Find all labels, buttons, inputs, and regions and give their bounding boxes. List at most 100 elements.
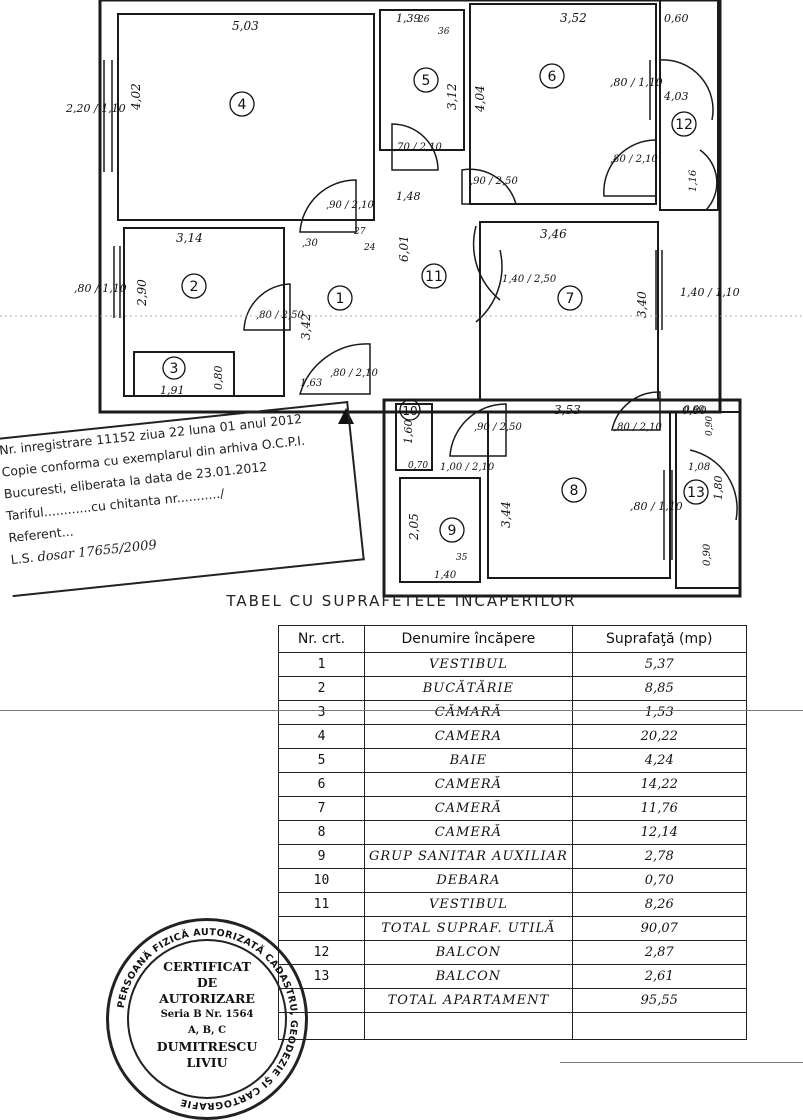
dim-room-3-width: 1,91 xyxy=(160,384,185,397)
room-4-number: 4 xyxy=(238,97,247,113)
cell-name: TOTAL SUPRAF. UTILĂ xyxy=(364,916,573,941)
door-label-9: ,80 / 2,10 xyxy=(614,422,663,433)
cell-name: CAMERĂ xyxy=(364,772,573,797)
seal-line-6: DUMITRESCU xyxy=(156,1039,258,1054)
door-label-4: ,80 / 2,10 xyxy=(610,154,659,165)
window-label-5: ,80 / 1,10 xyxy=(630,500,683,513)
cell-area: 2,61 xyxy=(571,964,747,989)
room-13-number: 13 xyxy=(687,485,705,501)
room-12-number: 12 xyxy=(675,117,693,133)
cell-area: 20,22 xyxy=(571,724,747,749)
room-3-walls xyxy=(133,351,235,397)
cell-name: DEBARA xyxy=(364,868,573,893)
cell-name xyxy=(364,1012,573,1040)
header-name: Denumire încăpere xyxy=(364,625,573,653)
room-9-walls xyxy=(399,477,481,583)
cell-name: BAIE xyxy=(364,748,573,773)
dim-room-9-side: 2,05 xyxy=(407,513,421,541)
header-nr: Nr. crt. xyxy=(278,625,365,653)
cell-nr: 10 xyxy=(278,868,365,893)
dim-room-5-width: 1,39 xyxy=(396,12,421,25)
cell-name: CAMERĂ xyxy=(364,796,573,821)
misc-label-3: 1,48 xyxy=(396,190,421,203)
room-4-walls xyxy=(117,13,375,221)
seal-line-1: CERTIFICAT xyxy=(163,959,251,974)
cell-area: 2,87 xyxy=(571,940,747,965)
cell-area: 8,26 xyxy=(571,892,747,917)
cell-nr: 9 xyxy=(278,844,365,869)
window-label-1: 2,20 / 1,10 xyxy=(65,102,126,115)
seal-line-7: LIVIU xyxy=(186,1055,228,1070)
authorization-seal: PERSOANĂ FIZICĂ AUTORIZATĂ CADASTRU, GEO… xyxy=(106,918,308,1120)
balcony-12-walls xyxy=(659,0,719,211)
window-label-2: ,80 / 1,10 xyxy=(74,282,127,295)
misc-label-1: 26 xyxy=(417,15,430,25)
cell-area: 8,85 xyxy=(571,676,747,701)
cell-area xyxy=(571,1012,747,1040)
misc-label-10: 1,40 xyxy=(434,570,457,581)
dim-room-10-side: 1,60 xyxy=(402,420,415,445)
cell-nr: 11 xyxy=(278,892,365,917)
cell-area: 12,14 xyxy=(571,820,747,845)
misc-label-6: 0,90 xyxy=(702,543,713,566)
misc-label-15: 35 xyxy=(456,553,468,563)
scan-line-bottom xyxy=(560,1062,803,1063)
cell-area: 1,53 xyxy=(571,700,747,725)
area-table: Nr. crt. Denumire încăpere Suprafaţă (mp… xyxy=(278,625,747,1040)
cell-name: BALCON xyxy=(364,940,573,965)
misc-label-9: 0,90 xyxy=(705,416,715,436)
dim-room-5-side: 3,12 xyxy=(445,83,459,110)
dim-room-13-side: 1,80 xyxy=(712,476,725,501)
cell-name: VESTIBUL xyxy=(364,652,573,677)
room-8-number: 8 xyxy=(570,483,579,499)
cell-nr: 3 xyxy=(278,700,365,725)
dim-room-13-width: 0,80 xyxy=(682,404,707,417)
seal-line-3: AUTORIZARE xyxy=(159,991,255,1006)
cell-nr: 7 xyxy=(278,796,365,821)
door-label-3: ,90 / 2,50 xyxy=(470,176,519,187)
room-5-number: 5 xyxy=(422,73,431,89)
room-7-number: 7 xyxy=(566,291,575,307)
dim-room-2-side: 2,90 xyxy=(135,279,149,307)
cell-area: 11,76 xyxy=(571,796,747,821)
room-8-walls xyxy=(487,411,671,579)
room-11-number: 11 xyxy=(425,269,443,285)
cell-area: 0,70 xyxy=(571,868,747,893)
table-header-row: Nr. crt. Denumire încăpere Suprafaţă (mp… xyxy=(278,625,747,653)
scan-line xyxy=(0,710,803,711)
dim-room-12-side: 4,03 xyxy=(663,90,689,103)
entrance-arrow-icon xyxy=(338,408,354,424)
cell-name: CAMERA xyxy=(364,724,573,749)
cell-nr: 5 xyxy=(278,748,365,773)
dim-room-11-side: 6,01 xyxy=(397,235,411,262)
misc-label-12: ,30 xyxy=(302,238,319,249)
misc-label-5: 1,08 xyxy=(688,462,710,473)
cell-name: BUCĂTĂRIE xyxy=(364,676,573,701)
cell-nr: 4 xyxy=(278,724,365,749)
cell-name: BALCON xyxy=(364,964,573,989)
misc-label-2: 36 xyxy=(438,27,450,37)
balcony-13-walls xyxy=(675,411,741,589)
dim-room-8-width: 3,53 xyxy=(554,403,581,417)
cell-nr: 12 xyxy=(278,940,365,965)
dim-room-4-width: 5,03 xyxy=(232,19,259,33)
room-6-walls xyxy=(469,3,657,205)
dim-room-7-width: 3,46 xyxy=(540,227,567,241)
cell-area: 4,24 xyxy=(571,748,747,773)
room-2-number: 2 xyxy=(190,279,199,295)
dim-room-12-width: 0,60 xyxy=(664,12,689,25)
cell-nr: 6 xyxy=(278,772,365,797)
cell-nr: 2 xyxy=(278,676,365,701)
misc-label-11: 0,70 xyxy=(408,461,428,471)
room-5-walls xyxy=(379,9,465,151)
cell-area: 5,37 xyxy=(571,652,747,677)
